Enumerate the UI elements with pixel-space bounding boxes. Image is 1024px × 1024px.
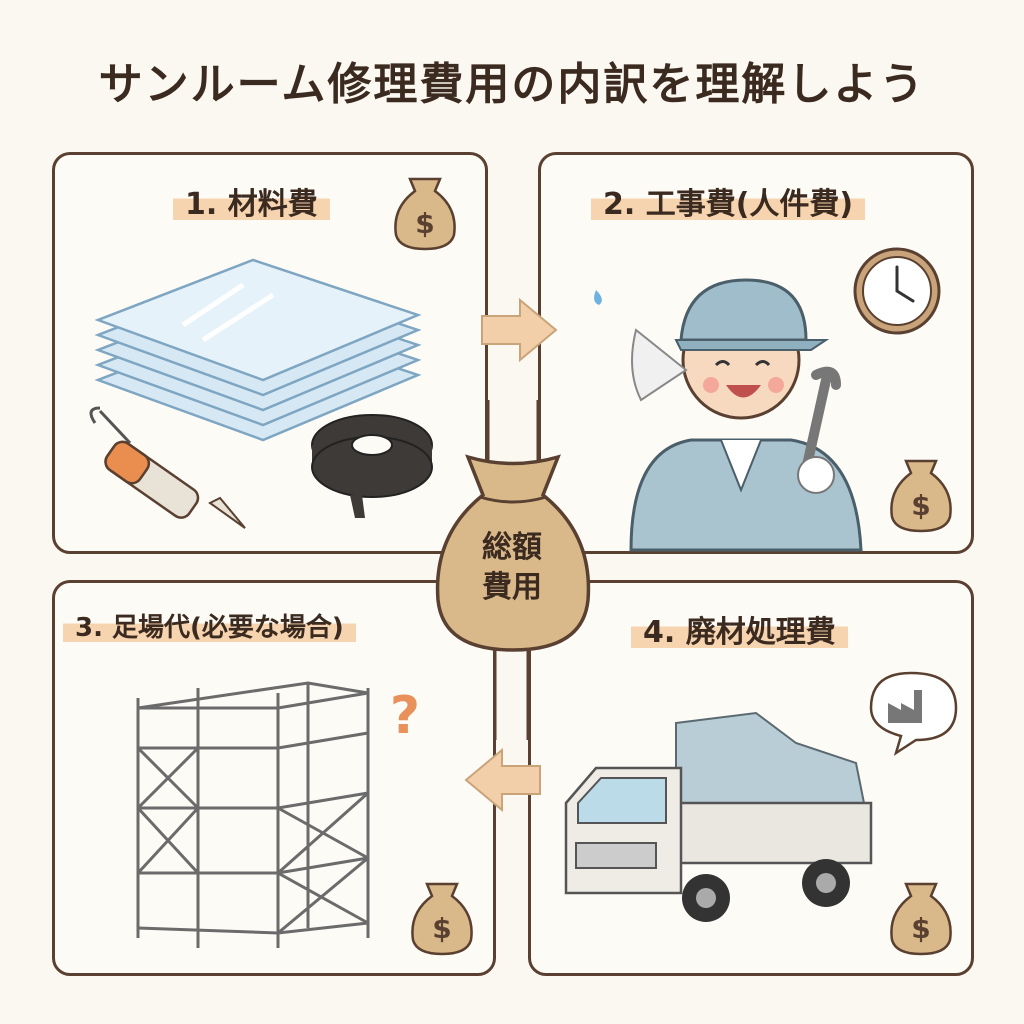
panel-materials: 1. 材料費 $: [52, 152, 488, 554]
money-bag-icon: $: [411, 882, 473, 956]
truck-illustration: [564, 711, 873, 922]
worker-illustration: [594, 278, 863, 552]
dollar-sign: $: [415, 207, 434, 240]
panel-label: 4. 廃材処理費: [631, 605, 848, 653]
arrow-left-icon: [464, 747, 541, 813]
panel-scaffolding: 3. 足場代(必要な場合) ? $: [52, 580, 496, 976]
total-cost-money-bag-icon: [435, 454, 591, 652]
clock-icon: [853, 247, 941, 335]
page-title: サンルーム修理費用の内訳を理解しよう: [98, 59, 926, 110]
money-bag-icon: $: [890, 882, 952, 956]
caulk-gun-icon: [89, 406, 246, 529]
factory-speech-bubble-icon: [869, 671, 958, 756]
rubber-gasket-roll-icon: [311, 414, 433, 518]
panel-waste-disposal: 4. 廃材処理費 $: [528, 580, 974, 976]
svg-text:$: $: [911, 912, 930, 945]
svg-text:?: ?: [390, 686, 420, 746]
svg-text:$: $: [911, 489, 930, 522]
svg-text:$: $: [432, 912, 451, 945]
question-mark-icon: ?: [390, 686, 420, 746]
total-cost-line2: 費用: [482, 570, 542, 605]
panel-label: 2. 工事費(人件費): [591, 177, 866, 225]
panel-label: 3. 足場代(必要な場合): [63, 605, 356, 646]
total-cost-line1: 総額: [482, 530, 542, 565]
arrow-right-icon: [481, 297, 558, 363]
panel-label: 1. 材料費: [173, 177, 330, 225]
money-bag-icon: $: [890, 459, 952, 533]
total-cost-label: 総額 費用: [452, 528, 572, 608]
panel-labor: 2. 工事費(人件費) $: [538, 152, 974, 554]
scaffolding-illustration: [136, 681, 370, 948]
money-bag-icon: $: [394, 177, 456, 251]
glass-panes-icon: [94, 258, 422, 442]
